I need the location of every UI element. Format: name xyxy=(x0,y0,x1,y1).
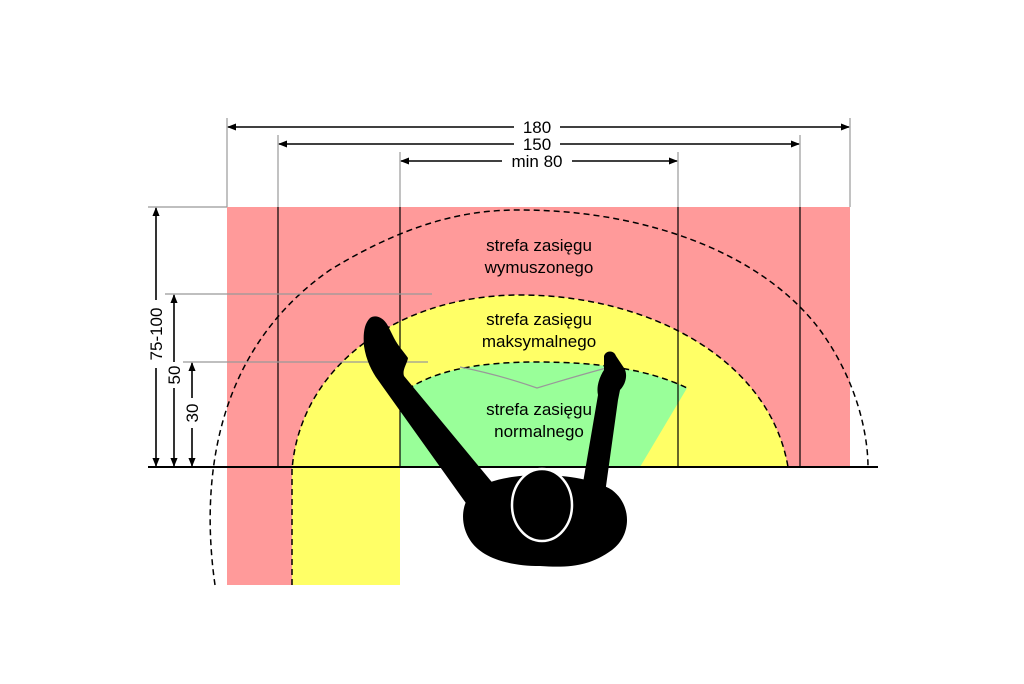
person-right-arm xyxy=(578,351,627,515)
person-head xyxy=(510,467,574,543)
extended-zone-boundary xyxy=(209,209,869,586)
dim-label-min80: min 80 xyxy=(511,152,562,171)
vertical-dimensions: 75-100 50 30 xyxy=(147,207,202,467)
person-figure xyxy=(363,316,627,567)
extended-zone-label-line1: strefa zasięgu xyxy=(486,236,592,255)
horizontal-dimensions: 180 150 min 80 xyxy=(227,118,850,171)
extended-zone-left-strip xyxy=(227,467,292,585)
maximum-zone-boundary xyxy=(291,294,789,585)
dim-label-180: 180 xyxy=(523,118,551,137)
normal-zone-boundary xyxy=(399,361,688,396)
person-left-arm xyxy=(363,316,505,520)
dim-label-30: 30 xyxy=(183,404,202,423)
dim-label-75-100: 75-100 xyxy=(147,308,166,361)
vertical-guide-lines xyxy=(277,207,801,467)
zone-labels: strefa zasięgu wymuszonego strefa zasięg… xyxy=(482,236,596,441)
normal-zone-inner-curve xyxy=(459,366,611,389)
dim-label-50: 50 xyxy=(165,366,184,385)
dim-label-150: 150 xyxy=(523,135,551,154)
maximum-zone-label-line2: maksymalnego xyxy=(482,332,596,351)
maximum-zone-label-line1: strefa zasięgu xyxy=(486,310,592,329)
normal-zone-label-line1: strefa zasięgu xyxy=(486,400,592,419)
extended-zone-label-line2: wymuszonego xyxy=(484,258,594,277)
normal-zone-label-line2: normalnego xyxy=(494,422,584,441)
